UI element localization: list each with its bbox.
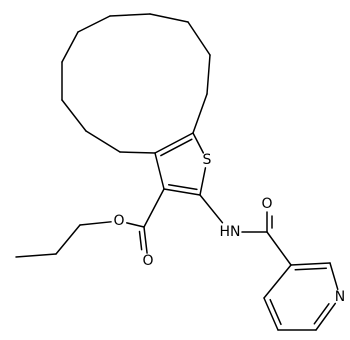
double-bond-e1-o2	[143, 226, 148, 254]
single-bond-c2-c3	[206, 54, 211, 95]
single-bond-c4-c5	[149, 13, 189, 23]
single-bond-e1-o1	[126, 222, 145, 228]
double-bond-c12-c1	[154, 132, 194, 154]
double-bond-c13-c14	[163, 188, 201, 196]
atom-label-o-o3: O	[261, 196, 272, 212]
atom-label-s-s1: S	[203, 152, 212, 168]
single-bond-c9-c10	[61, 99, 87, 132]
single-bond-c3-c4	[187, 21, 211, 56]
single-bond-r6-r1	[263, 264, 292, 299]
single-bond-c1-s1	[192, 132, 205, 154]
atom-label-o-o2: O	[142, 253, 153, 269]
single-bond-c15-r1	[266, 231, 292, 266]
single-bond-o1-p1	[79, 221, 112, 226]
double-bond-r3-r4-inner	[313, 303, 330, 325]
single-bond-s1-c13	[199, 167, 207, 196]
double-bond-r5-r6	[263, 297, 279, 331]
double-bond-r1-r2-inner	[294, 267, 328, 271]
double-bond-e1-o2-inner	[138, 230, 143, 251]
atom-label-n-r3: N	[335, 289, 345, 305]
single-bond-p2-p3	[15, 253, 57, 258]
single-bond-c14-e1	[143, 188, 165, 228]
single-bond-c10-c11	[85, 130, 121, 153]
single-bond-c5-c6	[109, 13, 151, 17]
double-bond-c13-c14-inner	[168, 183, 198, 191]
single-bond-c7-c8	[61, 31, 79, 63]
single-bond-c1-c2	[192, 93, 208, 134]
double-bond-c12-c1-inner	[160, 138, 193, 157]
single-bond-c14-c12	[154, 152, 165, 190]
bond-layer	[15, 13, 339, 331]
atom-label-layer: S O O HN O N	[113, 152, 345, 305]
single-bond-p1-p2	[55, 224, 81, 255]
single-bond-c13-n1	[199, 194, 224, 224]
double-bond-r1-r2	[290, 262, 331, 266]
double-bond-r3-r4	[315, 302, 337, 331]
double-bond-r5-r6-inner	[269, 298, 282, 326]
single-bond-c6-c7	[77, 15, 111, 33]
single-bond-r2-r3	[329, 262, 339, 291]
single-bond-c11-c12	[119, 151, 156, 154]
atom-label-hn-n1: HN	[220, 224, 241, 240]
atom-label-o-o1: O	[113, 213, 124, 229]
